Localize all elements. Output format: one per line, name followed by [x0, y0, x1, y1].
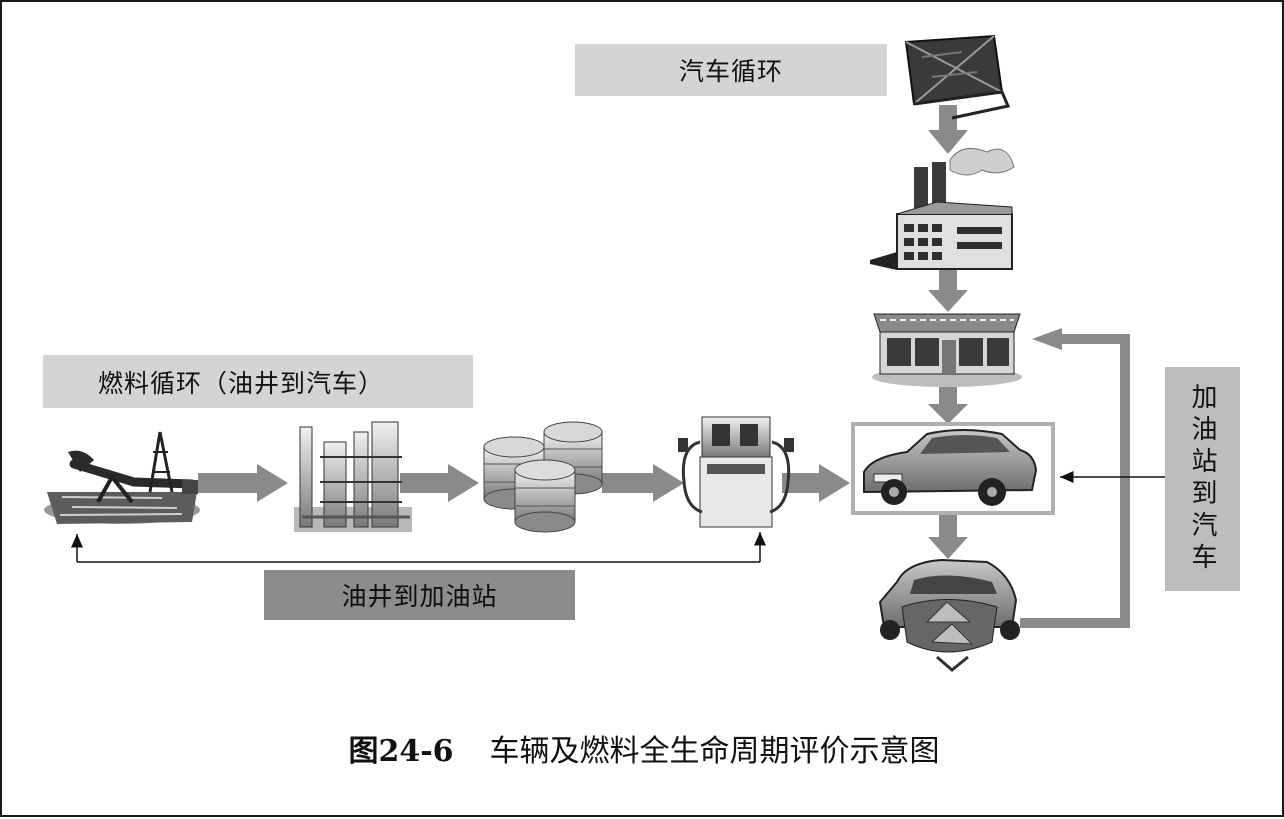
station-to-car-label: 加油站到汽车 [1165, 367, 1240, 591]
fuel-flow-arrow-2 [400, 464, 479, 502]
dealership-icon [872, 313, 1022, 387]
well-to-station-label-text: 油井到加油站 [341, 582, 498, 611]
fuel-cycle-label-text: 燃料循环（油井到汽车） [98, 368, 385, 398]
car-cycle-label-text: 汽车循环 [678, 57, 783, 86]
figure-title: 车辆及燃料全生命周期评价示意图 [489, 734, 940, 769]
fuel-flow-arrow-4 [782, 464, 850, 502]
fuel-pump-icon [678, 416, 794, 528]
car-flow-arrow-1 [928, 105, 968, 154]
fuel-cycle-label: 燃料循环（油井到汽车） [43, 355, 473, 408]
figure-number: 图24-6 [348, 734, 454, 769]
factory-icon [870, 147, 1015, 270]
station-to-car-label-text: 加油站到汽车 [1187, 383, 1217, 575]
well-to-station-bracket [71, 532, 766, 563]
refinery-icon [294, 421, 412, 532]
car-flow-arrow-3 [928, 387, 968, 424]
recycled-car-icon [878, 558, 1020, 672]
figure-caption: 图24-6 车辆及燃料全生命周期评价示意图 [2, 726, 1284, 770]
car-icon [851, 422, 1055, 515]
oil-well-pump-icon [44, 431, 200, 524]
recycle-loop-arrow [1020, 328, 1130, 628]
car-cycle-label: 汽车循环 [575, 44, 887, 96]
car-flow-arrow-4 [928, 514, 968, 559]
well-to-station-label: 油井到加油站 [264, 570, 575, 620]
fuel-flow-arrow-3 [602, 464, 684, 502]
car-flow-arrow-2 [928, 269, 968, 312]
fuel-drums-icon [483, 421, 603, 533]
raw-material-crate-icon [904, 34, 1011, 120]
fuel-flow-arrow-1 [198, 464, 288, 502]
